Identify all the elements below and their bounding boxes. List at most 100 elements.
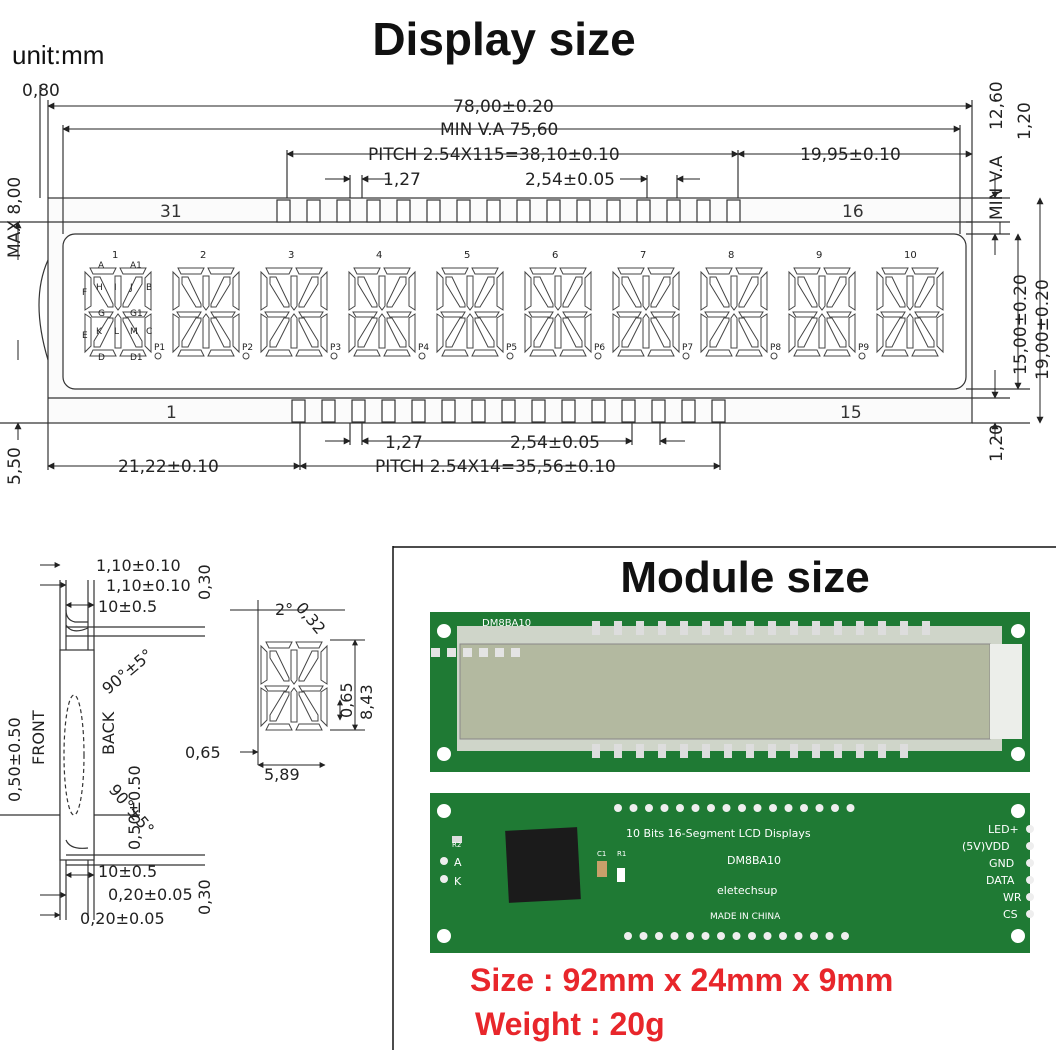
- side-label-back: BACK: [99, 711, 118, 755]
- pcb-pin: [592, 621, 600, 635]
- dim-left-offset: 21,22±0.10: [118, 457, 219, 477]
- segment-label: B: [146, 283, 152, 293]
- pcb-pin: [722, 804, 731, 812]
- pcb-pin: [1026, 876, 1034, 884]
- dp-label: P7: [682, 343, 693, 353]
- pcb-pin: [810, 932, 818, 940]
- pcb-pin: [614, 621, 622, 635]
- side-dim-4: 0,30: [195, 564, 214, 600]
- detail-dim-angle: 2°: [275, 600, 293, 619]
- pcb-label-r1: R1: [617, 850, 626, 858]
- pcb-pin: [841, 932, 849, 940]
- back-text-2: DM8BA10: [727, 854, 781, 867]
- segment-digit: [612, 267, 680, 357]
- digit-number: 10: [904, 250, 917, 261]
- back-text-4: MADE IN CHINA: [710, 912, 781, 922]
- pin-label-wr: WR: [1003, 891, 1022, 904]
- pcb-pin: [856, 744, 864, 758]
- detail-dim-2: 0,32: [292, 598, 329, 638]
- digit-number: 4: [376, 250, 382, 261]
- pin-label-1: 1: [166, 403, 177, 423]
- dim-right-bottom: 1,20: [987, 424, 1007, 462]
- digit-number: 1: [112, 250, 118, 261]
- decimal-point: [858, 352, 866, 360]
- module-title: Module size: [620, 553, 870, 602]
- dim-pin-width-bottom: 1,27: [385, 433, 423, 453]
- dim-right-offset: 19,95±0.10: [800, 145, 901, 165]
- dp-label: P3: [330, 343, 341, 353]
- segment-label: D: [98, 353, 105, 363]
- digit-number: 9: [816, 250, 822, 261]
- pcb-pin: [676, 804, 684, 812]
- pcb-pin: [636, 621, 644, 635]
- pcb-pin: [660, 804, 669, 812]
- pcb-pin: [702, 621, 710, 635]
- pcb-label-r2: R2: [452, 841, 461, 849]
- pcb-pin: [645, 804, 653, 812]
- dp-label: P1: [154, 343, 165, 353]
- decimal-point: [242, 352, 250, 360]
- pin-label-31: 31: [160, 202, 182, 222]
- pcb-pin: [463, 648, 472, 657]
- dim-min-va: MIN V.A 75,60: [440, 120, 558, 140]
- pcb-pin: [812, 744, 820, 758]
- dim-max-height: MAX 8,00: [5, 177, 25, 258]
- pcb-pin: [1026, 859, 1034, 867]
- pcb-label-a: A: [454, 856, 462, 869]
- dp-label: P4: [418, 343, 429, 353]
- dim-pin-pitch-top: 2,54±0.05: [525, 170, 615, 190]
- pcb-pin: [753, 804, 762, 812]
- side-dim-5: 90°±5°: [98, 645, 156, 698]
- side-dim-8: 0,50±0.50: [125, 765, 144, 850]
- segment-label: C: [146, 327, 152, 337]
- pcb-pin: [1026, 842, 1034, 850]
- dim-overall-width: 78,00±0.20: [453, 97, 554, 117]
- side-dim-2: 1,10±0.10: [106, 576, 191, 595]
- side-dim-6: 0,50±0.50: [5, 717, 24, 802]
- pcb-pin: [812, 621, 820, 635]
- pcb-pin: [686, 932, 694, 940]
- side-label-front: FRONT: [29, 710, 48, 765]
- digit-number: 7: [640, 250, 646, 261]
- segment-label: I: [114, 283, 117, 293]
- segment-label: G: [98, 309, 105, 319]
- module-section: DM8BA10 10 Bits 16-Segment LCD Displays …: [392, 546, 1056, 1050]
- pcb-pin: [658, 744, 666, 758]
- pcb-pin: [763, 932, 772, 940]
- pcb-pin: [670, 932, 679, 940]
- pcb-pin: [717, 932, 725, 940]
- segment-label: E: [82, 331, 88, 341]
- pcb-pin: [707, 804, 715, 812]
- page-title: Display size: [372, 13, 636, 65]
- digit-detail-drawing: 2° 0,32 0,65 8,43 0,65 5,89: [185, 598, 376, 784]
- digit-number: 3: [288, 250, 294, 261]
- pcb-pin: [768, 621, 776, 635]
- pcb-pin: [900, 744, 908, 758]
- pcb-label-k: K: [454, 875, 462, 888]
- segment-digit: [700, 267, 768, 357]
- detail-dim-4: 8,43: [357, 684, 376, 720]
- pcb-pin: [815, 804, 824, 812]
- segment-digit: [524, 267, 592, 357]
- pcb-pin: [846, 804, 855, 812]
- segment-label: J: [129, 283, 133, 293]
- pcb-pin: [1026, 910, 1034, 918]
- dim-pin-pitch-bottom: 2,54±0.05: [510, 433, 600, 453]
- pcb-back: 10 Bits 16-Segment LCD Displays DM8BA10 …: [430, 793, 1034, 953]
- pcb-pin: [794, 932, 803, 940]
- detail-dim-5: 0,65: [185, 743, 221, 762]
- pcb-pin: [768, 744, 776, 758]
- pcb-pin: [701, 932, 710, 940]
- pcb-pin: [614, 804, 622, 812]
- size-text: Size : 92mm x 24mm x 9mm: [470, 962, 894, 998]
- dim-right-gap: 1,20: [1015, 102, 1035, 140]
- segment-digit: [172, 267, 240, 357]
- segment-label: H: [96, 283, 103, 293]
- segment-label: D1: [130, 353, 143, 363]
- dim-top-left: 0,80: [22, 81, 60, 101]
- pcb-pin: [447, 648, 456, 657]
- pcb-pin: [800, 804, 808, 812]
- dim-min-va-vertical: MIN V.A: [987, 155, 1007, 220]
- pcb-pin: [479, 648, 488, 657]
